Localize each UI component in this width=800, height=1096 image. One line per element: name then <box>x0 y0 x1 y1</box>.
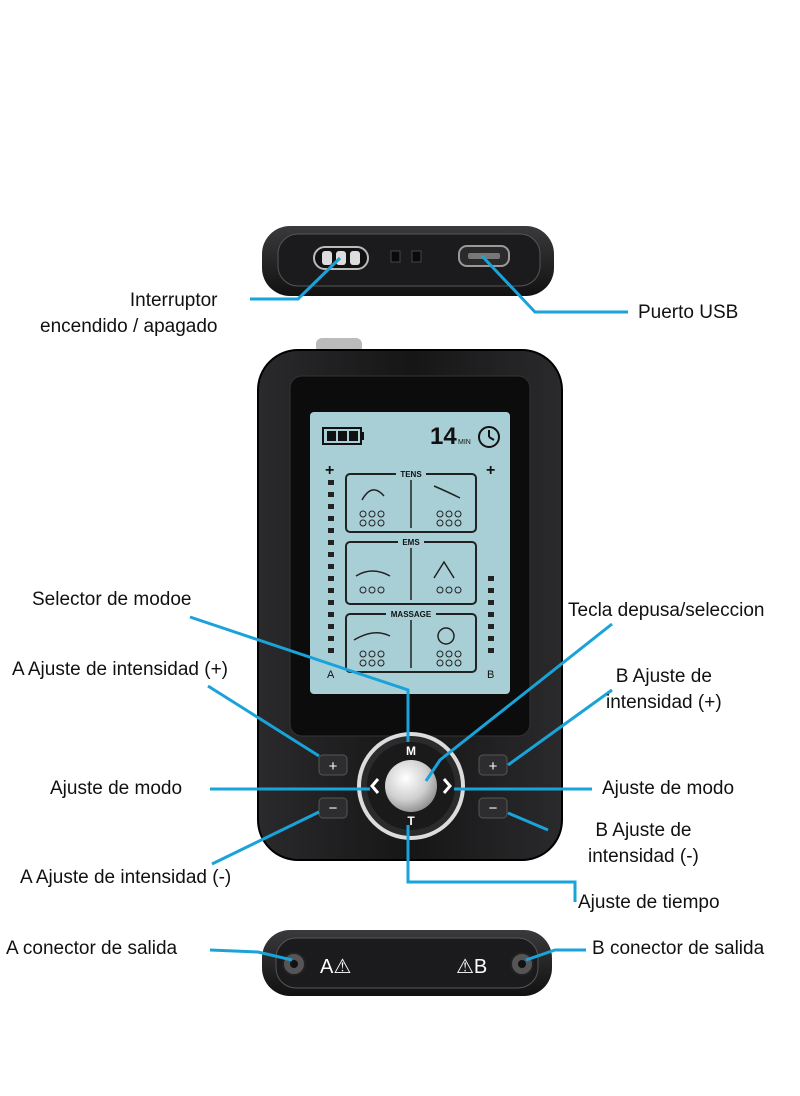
a-plus-label: + <box>329 758 338 775</box>
intensity-bar-b <box>488 576 494 653</box>
massage-panel <box>345 608 477 673</box>
t-key-label: T <box>407 814 415 828</box>
head-icon <box>437 627 455 645</box>
b-intensity-up-label-line2: intensidad (+) <box>606 691 722 713</box>
massage-label: MASSAGE <box>391 610 432 619</box>
b-intensity-up-label: B Ajuste de intensidad (+) <box>606 664 722 715</box>
back-icon <box>433 485 461 499</box>
m-key-label: M <box>406 744 416 758</box>
lcd-plus-b: + <box>486 462 495 479</box>
center-select-button[interactable] <box>385 760 437 812</box>
power-switch-label: Interruptor encendido / apagado <box>40 288 218 339</box>
a-minus-label: − <box>329 800 338 817</box>
a-output-jack[interactable] <box>282 952 306 976</box>
shoulder-icon <box>361 489 385 501</box>
a-minus-button[interactable] <box>318 797 348 819</box>
b-plus-button[interactable] <box>478 754 508 776</box>
tens-label: TENS <box>400 470 422 479</box>
b-output-jack[interactable] <box>510 952 534 976</box>
runner-icon <box>433 560 455 579</box>
a-intensity-up-label: A Ajuste de intensidad (+) <box>12 659 229 680</box>
timer-unit: MIN <box>458 439 471 446</box>
ems-panel <box>345 536 477 605</box>
jack-b-label: ⚠B <box>456 956 487 978</box>
swimmer-icon <box>355 570 391 577</box>
usb-port-label: Puerto USB <box>638 302 739 323</box>
device-front <box>257 338 563 861</box>
time-adjust-label: Ajuste de tiempo <box>578 892 720 913</box>
lcd-channel-a: A <box>327 669 335 681</box>
mode-right-label: Ajuste de modo <box>602 778 735 799</box>
b-intensity-up-label-line1: B Ajuste de <box>615 666 712 687</box>
b-intensity-down-label-line2: intensidad (-) <box>588 845 699 867</box>
timer-value: 14 <box>430 423 457 450</box>
lcd-plus-a: + <box>325 462 334 479</box>
battery-icon <box>322 427 364 445</box>
lcd-channel-b: B <box>487 669 494 681</box>
massage-icon <box>353 632 391 641</box>
jack-a-label: A⚠ <box>320 956 351 978</box>
intensity-bar-a <box>328 480 334 653</box>
ems-label: EMS <box>402 538 420 547</box>
b-intensity-down-label: B Ajuste de intensidad (-) <box>588 818 699 869</box>
mode-left-button[interactable] <box>370 778 380 794</box>
b-intensity-down-label-line1: B Ajuste de <box>595 820 692 841</box>
pause-key-label: Tecla depusa/seleccion <box>568 600 765 621</box>
mode-right-button[interactable] <box>442 778 452 794</box>
device-bottom-view <box>262 930 552 996</box>
clock-icon <box>478 426 500 448</box>
power-switch-label-line1: Interruptor <box>129 290 218 311</box>
control-ring <box>357 732 465 840</box>
tens-panel <box>345 468 477 533</box>
power-switch-label-line2: encendido / apagado <box>40 315 218 337</box>
b-connector-label: B conector de salida <box>592 938 765 959</box>
mode-left-label: Ajuste de modo <box>50 778 183 799</box>
device-top-view <box>262 226 554 296</box>
b-plus-label: + <box>489 758 498 775</box>
lcd-screen <box>310 412 510 694</box>
a-connector-label: A conector de salida <box>6 938 178 959</box>
a-plus-button[interactable] <box>318 754 348 776</box>
b-minus-button[interactable] <box>478 797 508 819</box>
b-minus-label: − <box>489 800 498 817</box>
mode-selector-label: Selector de modoe <box>32 589 192 610</box>
a-intensity-down-label: A Ajuste de intensidad (-) <box>20 867 232 888</box>
callout-lines <box>189 254 628 962</box>
power-switch[interactable] <box>313 246 369 270</box>
